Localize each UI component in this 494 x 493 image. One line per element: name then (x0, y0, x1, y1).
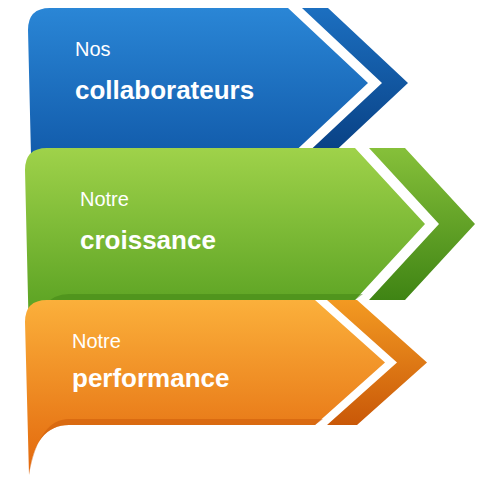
band-heading: Nos (75, 38, 111, 61)
band-heading: Notre (80, 188, 129, 211)
band-heading: Notre (72, 330, 121, 353)
band-shade (29, 419, 323, 475)
arrow-band: Notre performance (25, 300, 431, 479)
band-title: performance (72, 364, 230, 394)
chevron (327, 300, 427, 425)
band-title: collaborateurs (75, 76, 254, 106)
chevron (302, 8, 408, 158)
band-title: croissance (80, 226, 216, 256)
band-body (25, 300, 385, 475)
chevron (369, 148, 475, 300)
